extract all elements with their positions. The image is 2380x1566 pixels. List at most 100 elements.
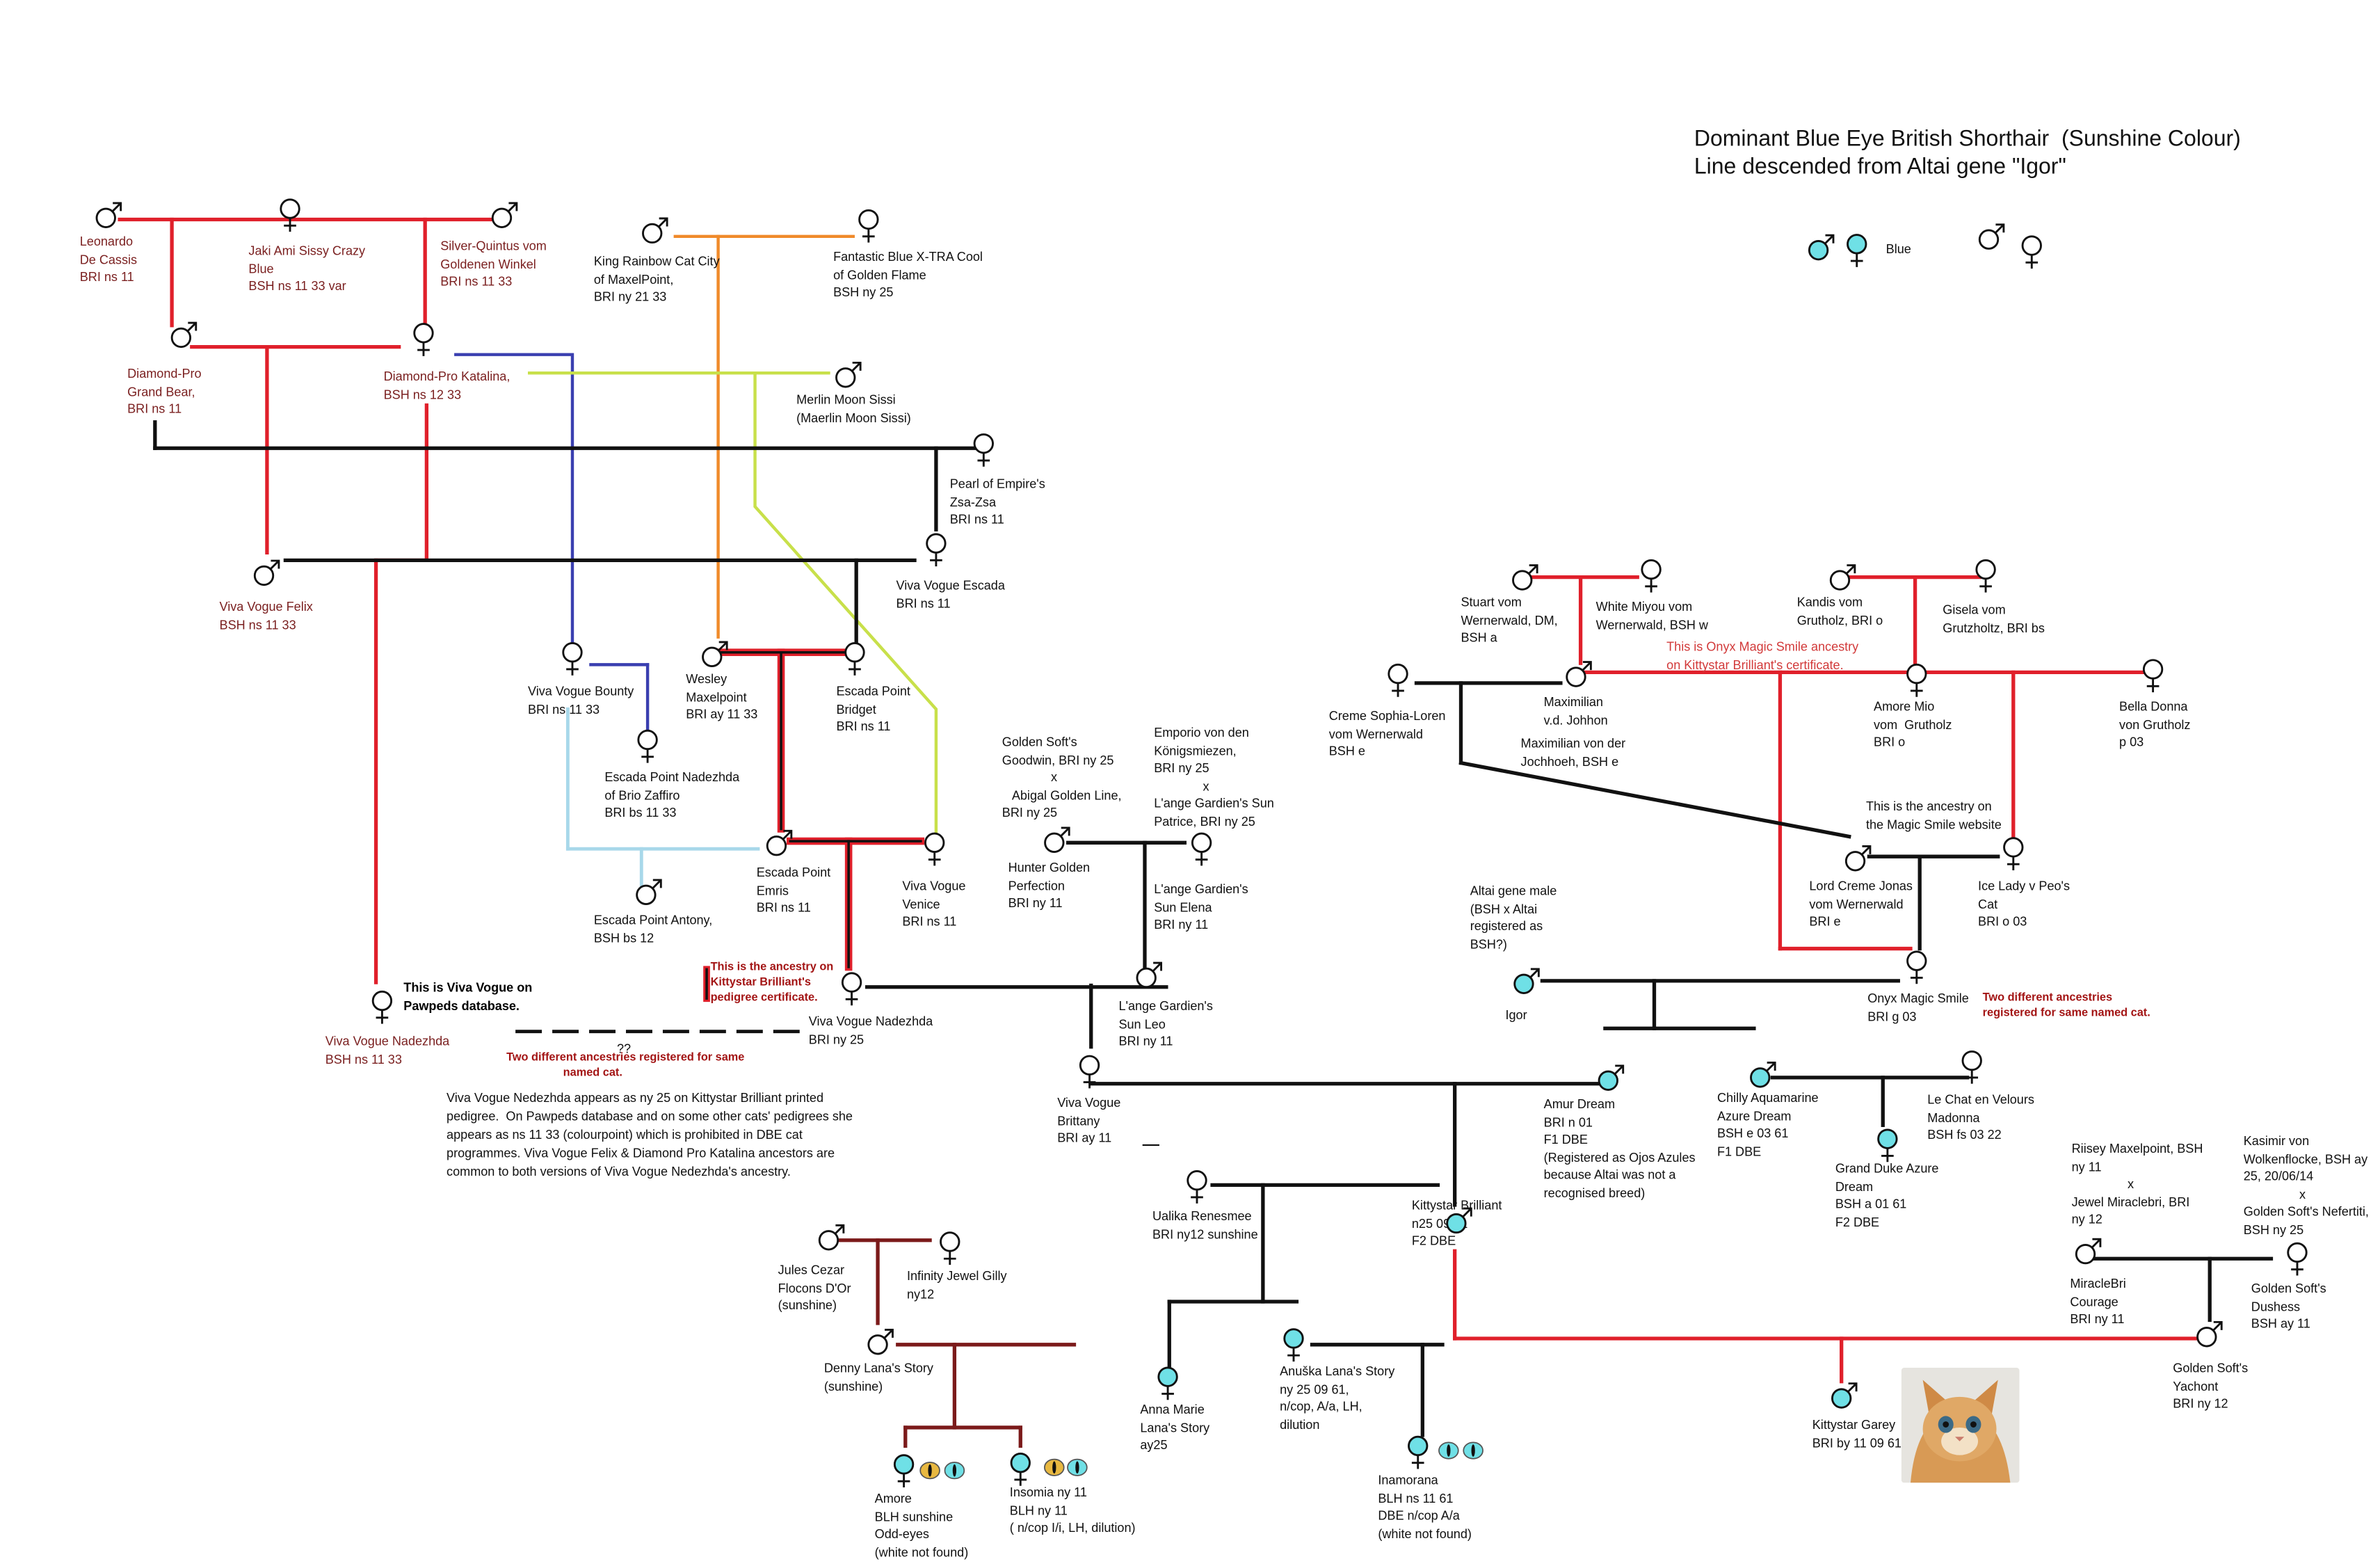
male-symbol-icon-kittystar-garey — [1824, 1382, 1858, 1421]
female-symbol-icon-ice-lady — [1997, 833, 2031, 873]
note-explanation: Viva Vogue Nedezhda appears as ny 25 on … — [447, 1091, 853, 1179]
male-symbol-icon-lange-leo — [1129, 961, 1164, 1000]
male-symbol-icon-lord-creme — [1838, 845, 1872, 884]
legend-blue-label: Blue — [1885, 242, 1911, 257]
female-symbol-icon-bella-donna — [2136, 655, 2170, 695]
cat-label-fantastic: Fantastic Blue X-TRA Cool of Golden Flam… — [833, 250, 983, 300]
male-symbol-icon-stuart — [1505, 564, 1539, 603]
cat-label-anuska: Anuška Lana's Story ny 25 09 61, n/cop, … — [1280, 1364, 1395, 1432]
cat-label-white-miyou: White Miyou vom Wernerwald, BSH w — [1595, 600, 1708, 632]
cat-label-igor: Igor — [1505, 1008, 1527, 1023]
cat-label-hunter: Hunter Golden Perfection BRI ny 11 — [1008, 861, 1091, 911]
cat-label-diamond-katalina: Diamond-Pro Katalina, BSH ns 12 33 — [383, 369, 510, 401]
cat-label-maximilian-alt: Maximilian von der Jochhoeh, BSH e — [1520, 737, 1626, 769]
cat-label-viva-nadezhda-right: Viva Vogue Nadezhda BRI ny 25 — [808, 1014, 933, 1046]
orange-lines — [673, 234, 855, 639]
cat-label-king-rainbow: King Rainbow Cat City of MaxelPoint, BRI… — [593, 255, 720, 304]
female-symbol-icon-golden-dushess — [2281, 1239, 2315, 1279]
eye-blue-icon-5 — [1463, 1440, 1484, 1460]
cat-label-leonardo: Leonardo De Cassis BRI ns 11 — [79, 234, 138, 285]
male-symbol-icon-escada-antony — [629, 878, 664, 918]
female-symbol-icon-anna-marie — [1151, 1363, 1185, 1403]
cat-label-amore: Amore BLH sunshine Odd-eyes (white not f… — [874, 1492, 969, 1559]
cat-label-golden-dushess: Golden Soft's Dushess BSH ay 11 — [2251, 1281, 2326, 1331]
cat-label-kasimir: Kasimir von Wolkenflocke, BSH ay 25, 20/… — [2243, 1134, 2369, 1237]
male-symbol-icon-diamond-grand — [164, 321, 198, 360]
cat-photo — [1901, 1367, 2020, 1483]
female-symbol-icon-escada-bridget — [838, 639, 872, 678]
female-symbol-icon-viva-nadezhda-right — [835, 968, 869, 1008]
eye-blue-icon-3 — [1066, 1457, 1088, 1476]
cat-label-kandis: Kandis vom Grutholz, BRI o — [1796, 596, 1883, 628]
cat-label-inamorana: Inamorana BLH ns 11 61 DBE n/cop A/a (wh… — [1378, 1473, 1472, 1541]
female-symbol-icon-diamond-katalina — [407, 319, 441, 359]
male-symbol-icon-denny — [861, 1328, 895, 1368]
cat-label-altai-note: Altai gene male (BSH x Altai registered … — [1470, 884, 1557, 951]
male-symbol-icon-golden-yachont — [2190, 1320, 2224, 1360]
cat-label-diamond-grand: Diamond-Pro Grand Bear, BRI ns 11 — [127, 367, 202, 416]
cat-label-maximilian: Maximilian v.d. Johhon — [1543, 695, 1608, 727]
male-symbol-icon-legend-male — [1972, 223, 2006, 262]
cat-label-riisey: Riisey Maxelpoint, BSH ny 11 x Jewel Mir… — [2071, 1142, 2203, 1227]
cat-label-silver: Silver-Quintus vom Goldenen Winkel BRI n… — [440, 239, 547, 289]
male-symbol-icon-maximilian — [1559, 660, 1593, 700]
note-pawpeds: This is Viva Vogue on Pawpeds database. — [403, 980, 533, 1013]
eye-blue-icon-4 — [1438, 1440, 1459, 1460]
dark-red-lines — [836, 1238, 1077, 1448]
cat-label-creme-sophia: Creme Sophia-Loren vom Wernerwald BSH e — [1328, 709, 1446, 758]
female-symbol-icon-fantastic — [852, 206, 886, 246]
male-symbol-icon-miraclebri — [2068, 1237, 2102, 1277]
cat-label-onyx: Onyx Magic Smile BRI g 03 — [1867, 991, 1969, 1023]
note-two-ancestries-right: Two different ancestries registered for … — [1982, 990, 2150, 1020]
eye-blue-icon-1 — [944, 1460, 965, 1480]
female-symbol-icon-legend-female — [2015, 232, 2049, 271]
diagram-title-line2: Line descended from Altai gene "Igor" — [1694, 154, 2066, 180]
cat-label-jules: Jules Cezar Flocons D'Or (sunshine) — [778, 1263, 851, 1313]
female-symbol-icon-jaki — [273, 195, 307, 234]
female-symbol-icon-grand-duke — [1871, 1125, 1905, 1165]
cat-label-viva-nadezhda-left: Viva Vogue Nadezhda BSH ns 11 33 — [325, 1034, 450, 1066]
cat-label-viva-venice: Viva Vogue Venice BRI ns 11 — [902, 879, 966, 929]
male-symbol-icon-legend-blue-male — [1801, 233, 1835, 273]
male-symbol-icon-chilly — [1743, 1061, 1777, 1101]
cat-label-viva-escada: Viva Vogue Escada BRI ns 11 — [896, 578, 1005, 611]
female-symbol-icon-viva-brittany — [1072, 1051, 1107, 1091]
note-magic-smile-site: This is the ancestry on the Magic Smile … — [1865, 799, 2002, 831]
blue-lines — [454, 353, 650, 731]
male-symbol-icon-wesley — [695, 640, 729, 680]
cat-label-wesley: Wesley Maxelpoint BRI ay 11 33 — [686, 672, 758, 722]
female-symbol-icon-viva-escada — [919, 529, 954, 569]
male-symbol-icon-jules — [812, 1224, 846, 1263]
female-symbol-icon-lange-elena — [1184, 829, 1219, 868]
cat-label-insomia: Insomia ny 11 BLH ny 11 ( n/cop I/i, LH,… — [1009, 1485, 1136, 1535]
male-symbol-icon-viva-felix — [247, 559, 281, 598]
male-symbol-icon-escada-emris — [759, 829, 794, 868]
diagram-title-line1: Dominant Blue Eye British Shorthair (Sun… — [1694, 127, 2241, 152]
cat-label-jaki: Jaki Ami Sissy Crazy Blue BSH ns 11 33 v… — [248, 243, 366, 294]
cat-label-kittystar-garey: Kittystar Garey BRI by 11 09 61 — [1812, 1418, 1901, 1450]
cat-label-escada-nadezhda: Escada Point Nadezhda of Brio Zaffiro BR… — [604, 770, 740, 820]
cat-label-viva-bounty: Viva Vogue Bounty BRI ns 11 33 — [528, 685, 634, 717]
cat-label-infinity: Infinity Jewel Gilly ny12 — [906, 1269, 1007, 1301]
female-symbol-icon-insomia — [1004, 1449, 1038, 1489]
male-symbol-icon-kittystar-brilliant — [1440, 1206, 1474, 1246]
cat-label-escada-antony: Escada Point Antony, BSH bs 12 — [593, 913, 713, 945]
male-symbol-icon-king-rainbow — [635, 216, 669, 256]
cat-label-amore-mio: Amore Mio vom Grutholz BRI o — [1874, 700, 1952, 749]
male-symbol-icon-merlin — [828, 361, 862, 401]
cat-label-grand-duke: Grand Duke Azure Dream BSH a 01 61 F2 DB… — [1835, 1162, 1939, 1229]
cat-label-denny: Denny Lana's Story (sunshine) — [823, 1361, 933, 1393]
female-symbol-icon-viva-venice — [917, 829, 951, 868]
cat-label-viva-felix: Viva Vogue Felix BSH ns 11 33 — [219, 600, 313, 632]
note-question-marks: ?? — [616, 1042, 632, 1057]
eye-gold-icon-0 — [919, 1460, 941, 1480]
eye-gold-icon-2 — [1043, 1457, 1065, 1476]
cat-label-gisela: Gisela vom Grutzholtz, BRI bs — [1943, 603, 2045, 635]
female-symbol-icon-legend-blue-female — [1840, 230, 1874, 270]
female-symbol-icon-le-chat — [1955, 1047, 1989, 1087]
female-symbol-icon-onyx — [1900, 947, 1934, 986]
light-blue-lines — [565, 707, 760, 889]
female-symbol-icon-escada-nadezhda — [631, 726, 665, 766]
